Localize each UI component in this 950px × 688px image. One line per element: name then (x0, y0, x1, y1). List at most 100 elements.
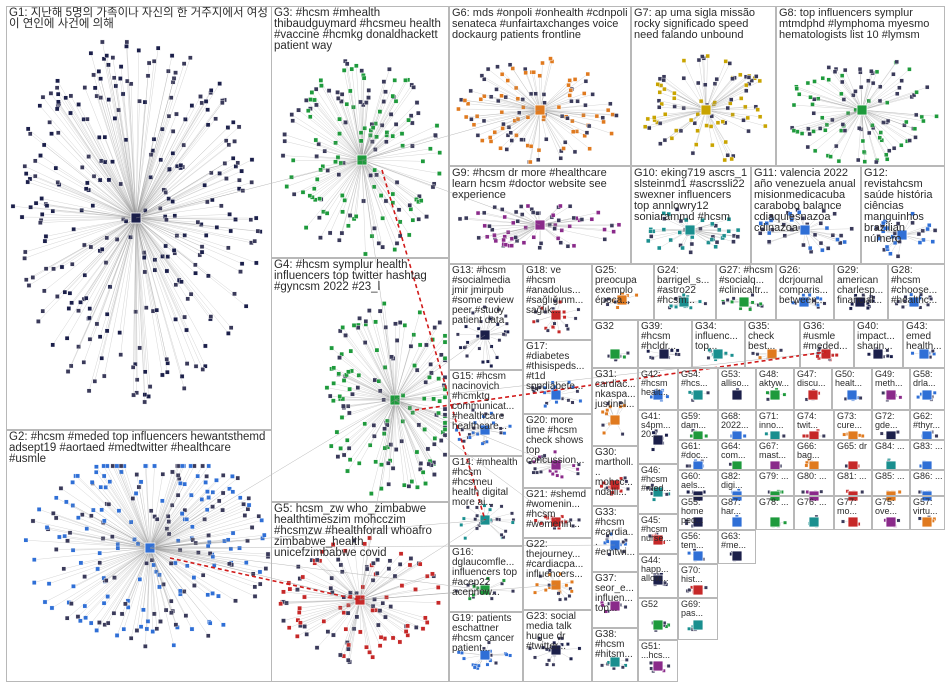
cluster-label: G54: #hcs... (681, 370, 716, 388)
cluster-g61: G61: #doc... (678, 440, 718, 470)
cluster-g62: G62: #thyr... (910, 410, 945, 440)
cluster-g74: G74: twit... (794, 410, 834, 440)
cluster-label: G38: #hcsm #hitsm... (595, 630, 636, 660)
cluster-label: G53: alliso... (721, 370, 754, 388)
cluster-label: G2: #hcsm #meded top influencers hewants… (9, 432, 270, 465)
cluster-label: G24: barrigel_s... #astro22 #hcsm... (657, 266, 714, 306)
cluster-label: G75: ove... (875, 498, 908, 516)
cluster-label: G44: happ... allow... (641, 556, 676, 583)
cluster-label: G65: dr (837, 442, 870, 451)
cluster-g68: G68: 2022... (718, 410, 756, 440)
cluster-label: G42: #hcsm healt... (641, 370, 676, 397)
cluster-label: G71: inno... (759, 412, 792, 430)
cluster-label: G29: american charlesp... financial... (837, 266, 886, 306)
cluster-label: G58: drla... (913, 370, 943, 388)
cluster-g46: G46: #hcsm #med... (638, 464, 678, 514)
cluster-g65: G65: dr (834, 440, 872, 470)
cluster-g42: G42: #hcsm healt... (638, 368, 678, 410)
cluster-label: G6: mds #onpoli #onhealth #cdnpoli senat… (452, 8, 629, 41)
cluster-label: G81: ... (837, 472, 870, 481)
cluster-g60: G60: aels... (678, 470, 718, 496)
cluster-g32: G32 (592, 320, 638, 368)
cluster-g85: G85: ... (872, 470, 910, 496)
cluster-label: G66: bag... (797, 442, 832, 460)
cluster-g21: G21: #shemd #womenin... #hcsm #womenin..… (523, 488, 592, 538)
cluster-label: G77: mo... (837, 498, 870, 516)
cluster-g11: G11: valencia 2022 año venezuela anual m… (751, 166, 861, 264)
cluster-label: G87: har... (721, 498, 754, 516)
cluster-label: G19: patients eschattner #hcsm cancer pa… (452, 614, 521, 654)
cluster-label: G9: #hcsm dr more #healthcare learn hcsm… (452, 168, 629, 201)
cluster-g86: G86: ... (910, 470, 945, 496)
cluster-label: G74: twit... (797, 412, 832, 430)
cluster-g55: G55: home peo... (678, 496, 718, 530)
cluster-g18: G18: ve #hcsm #anadolus... #sağlığınm...… (523, 264, 592, 340)
cluster-g81: G81: ... (834, 470, 872, 496)
cluster-g1: G1: 지난해 5명의 가족이나 자신의 한 거주지에서 여성이 연인에 사건에… (6, 6, 272, 430)
cluster-g37: G37: seor_e... influen... top... (592, 572, 638, 628)
cluster-g78: G78: ... (756, 496, 794, 530)
cluster-g24: G24: barrigel_s... #astro22 #hcsm... (654, 264, 716, 320)
cluster-label: G11: valencia 2022 año venezuela anual m… (754, 168, 859, 234)
cluster-label: G25: preocupa exemplo época... (595, 266, 652, 306)
cluster-label: G48: aktyw... (759, 370, 792, 388)
cluster-g17: G17: #diabetes #thisispeds... #t1d sppdi… (523, 340, 592, 414)
cluster-g49: G49: meth... (872, 368, 910, 410)
cluster-label: G51: ...hcs... (641, 642, 676, 660)
cluster-g70: G70: hist... (678, 564, 718, 598)
cluster-g9: G9: #hcsm dr more #healthcare learn hcsm… (449, 166, 631, 264)
cluster-g5: G5: hcsm_zw who_zimbabwe healthtimeszim … (271, 502, 449, 682)
cluster-label: G45: #hcsm nurse... (641, 516, 676, 543)
cluster-label: G30: martholl... mohcc... ndalli... (595, 448, 636, 498)
cluster-label: G37: seor_e... influen... top... (595, 574, 636, 614)
cluster-g87: G87: har... (718, 496, 756, 530)
cluster-g44: G44: happ... allow... (638, 554, 678, 598)
cluster-g47: G47: discu... (794, 368, 832, 410)
cluster-label: G4: #hcsm symplur health influencers top… (274, 260, 447, 293)
cluster-g20: G20: more time #hcsm check shows top con… (523, 414, 592, 488)
cluster-label: G49: meth... (875, 370, 908, 388)
cluster-g80: G80: ... (794, 470, 834, 496)
cluster-g41: G41: s4pm... 20... (638, 410, 678, 464)
cluster-label: G72: gde... (875, 412, 908, 430)
cluster-g8: G8: top influencers symplur mtmdphd #lym… (776, 6, 945, 166)
cluster-label: G73: cure... (837, 412, 870, 430)
cluster-label: G79: ... (759, 472, 792, 481)
cluster-g14: G14: #mhealth #hcsm #hcsmeu health digit… (449, 456, 523, 546)
cluster-label: G31: cardiac... nkaspa... justinel... (595, 370, 636, 410)
cluster-label: G57: virtu... (913, 498, 943, 516)
cluster-label: G50: healt... (835, 370, 870, 388)
cluster-label: G46: #hcsm #med... (641, 466, 676, 493)
cluster-g73: G73: cure... (834, 410, 872, 440)
cluster-label: G62: #thyr... (913, 412, 943, 430)
cluster-label: G34: influenc... top... (695, 322, 743, 352)
cluster-label: G8: top influencers symplur mtmdphd #lym… (779, 8, 943, 41)
cluster-g52: G52 (638, 598, 678, 640)
cluster-g10: G10: eking719 ascrs_1 slsteinmd1 #ascrss… (631, 166, 751, 264)
cluster-label: G59: dam... (681, 412, 716, 430)
cluster-label: G20: more time #hcsm check shows top con… (526, 416, 590, 466)
cluster-g72: G72: gde... (872, 410, 910, 440)
cluster-g27: G27: #hcsm #socialq... #clinicaltr... (716, 264, 776, 320)
cluster-g35: G35: check best... (745, 320, 800, 368)
cluster-label: G41: s4pm... 20... (641, 412, 676, 439)
cluster-g19: G19: patients eschattner #hcsm cancer pa… (449, 612, 523, 682)
cluster-label: G5: hcsm_zw who_zimbabwe healthtimeszim … (274, 504, 447, 559)
cluster-g50: G50: healt... (832, 368, 872, 410)
cluster-label: G26: dcrjournal comparis... between... (779, 266, 832, 306)
cluster-label: G13: #hcsm #socialmedia jmir jmirpub #so… (452, 266, 521, 326)
cluster-g16: G16: dglaucomfle... influencers top #ace… (449, 546, 523, 612)
cluster-label: G69: pas... (681, 600, 716, 618)
cluster-label: G28: #hcsm #choose... #healthc... (891, 266, 943, 306)
cluster-label: G82: digi... (721, 472, 754, 490)
cluster-label: G12: revistahcsm saúde história ciências… (864, 168, 943, 245)
cluster-g34: G34: influenc... top... (692, 320, 745, 368)
cluster-label: G76: ... (797, 498, 832, 507)
cluster-label: G33: #hcsm #cardia... #emtwi... (595, 508, 636, 558)
cluster-label: G83: ... (913, 442, 943, 451)
cluster-g69: G69: pas... (678, 598, 718, 640)
cluster-label: G80: ... (797, 472, 832, 481)
cluster-g57: G57: virtu... (910, 496, 945, 530)
cluster-g6: G6: mds #onpoli #onhealth #cdnpoli senat… (449, 6, 631, 166)
